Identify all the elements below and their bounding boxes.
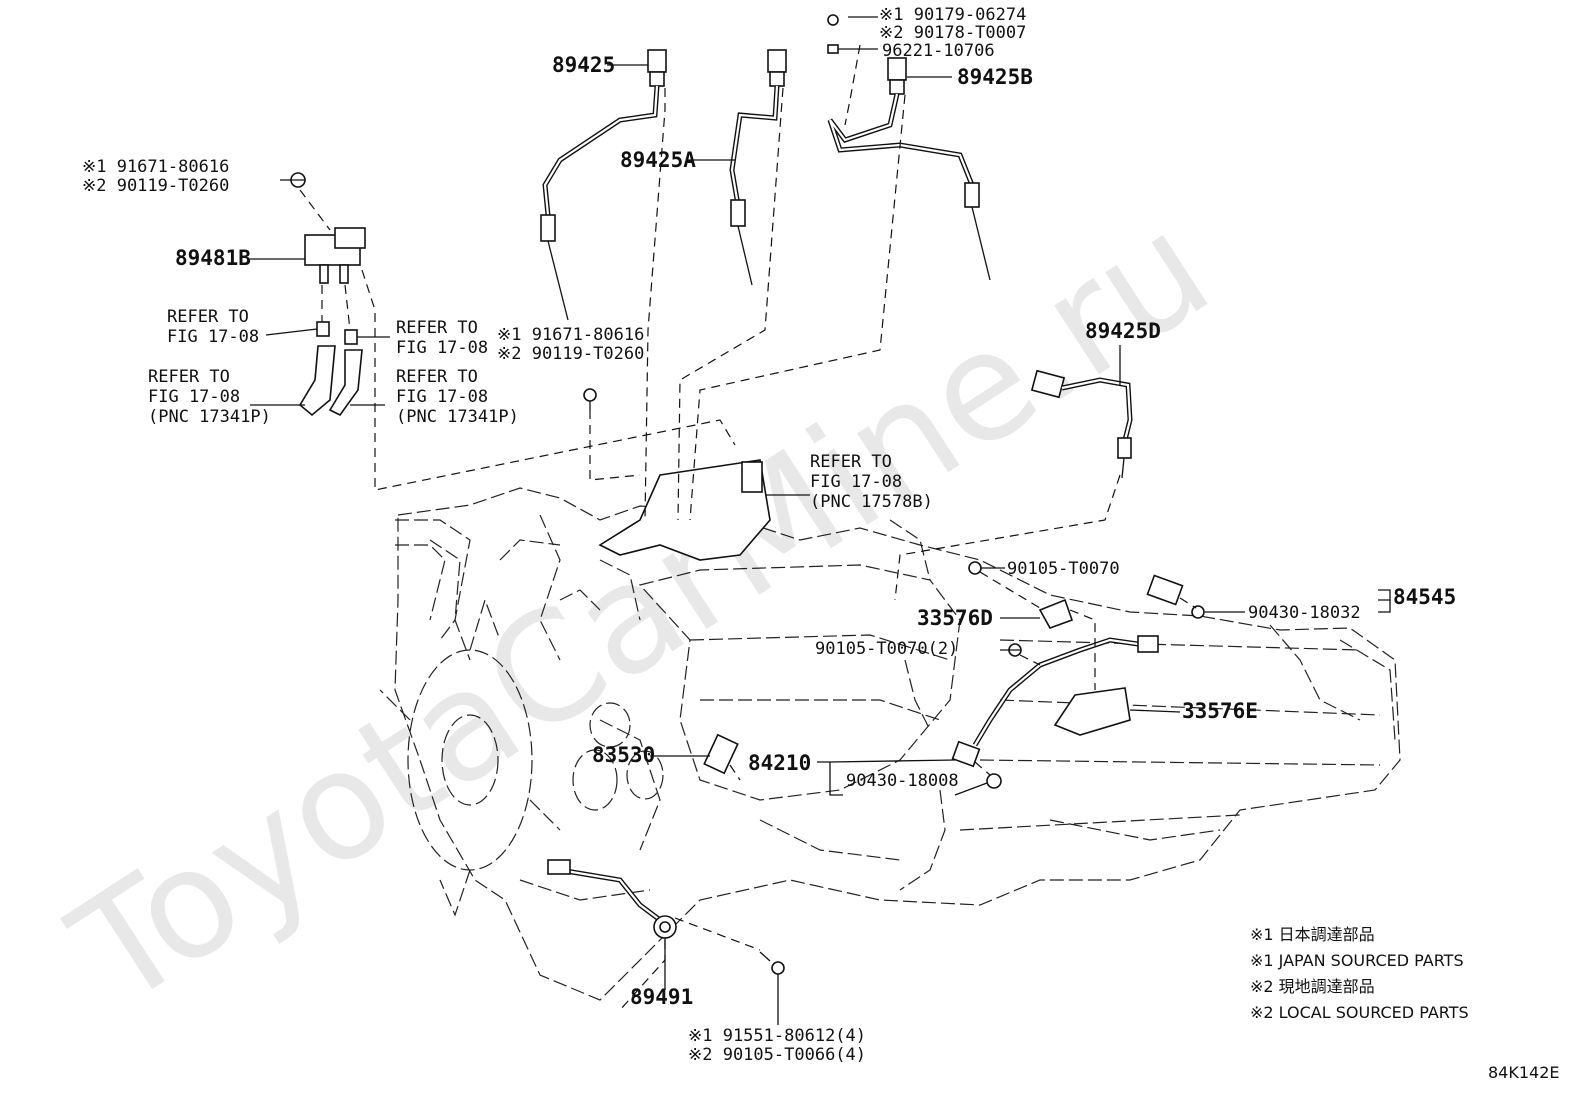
exhaust-temp-sensor-89425D [1030, 369, 1133, 479]
engine-assembly [379, 487, 1401, 1001]
fastener-label: ※1 91671-80616 [82, 157, 229, 177]
callout-labels: 89425 89425A 89425B 89425D 89481B 84545 … [175, 53, 1456, 1009]
refer-note: REFER TO [167, 307, 249, 327]
fastener-label: 90430-18032 [1248, 603, 1361, 623]
callout-33576D: 33576D [917, 606, 993, 630]
fastener-label: ※2 90119-T0260 [497, 344, 644, 364]
fastener-label: 96221-10706 [882, 41, 995, 61]
refer-note: REFER TO [810, 452, 892, 472]
legend: ※1 日本調達部品 ※1 JAPAN SOURCED PARTS ※2 現地調達… [1250, 925, 1469, 1022]
fastener-labels: ※1 90179-06274 ※2 90178-T0007 96221-1070… [82, 5, 1361, 1065]
refer-note: (PNC 17341P) [148, 407, 271, 427]
fastener-label: 90105-T0070 [1007, 559, 1120, 579]
fastener-label: 90105-T0070(2) [815, 639, 958, 659]
callout-89425A: 89425A [620, 148, 696, 172]
leader-lines [250, 16, 1391, 1025]
refer-note: REFER TO [148, 367, 230, 387]
fastener-label: ※2 90178-T0007 [879, 23, 1026, 43]
callout-84210: 84210 [748, 751, 811, 775]
fastener-label: ※1 91671-80616 [497, 325, 644, 345]
fastener-label: ※1 91551-80612(4) [688, 1026, 866, 1046]
refer-note: FIG 17-08 [167, 327, 259, 347]
callout-89491: 89491 [630, 985, 693, 1009]
temperature-switch-84210 [951, 740, 1002, 789]
callout-89481B: 89481B [175, 246, 251, 270]
pressure-sensor-89481B [290, 172, 366, 417]
exhaust-temp-sensor-89425A [729, 49, 787, 286]
callout-33576E: 33576E [1182, 699, 1258, 723]
wire-harness-33576 [968, 561, 1159, 747]
exhaust-temp-sensor-89425 [540, 49, 667, 321]
crank-position-sensor-89491 [547, 859, 785, 975]
callout-89425B: 89425B [957, 65, 1033, 89]
callout-83530: 83530 [592, 743, 655, 767]
oil-pressure-switch-84545 [1146, 574, 1205, 619]
legend-line: ※1 日本調達部品 [1250, 925, 1375, 944]
refer-note: FIG 17-08 [148, 387, 240, 407]
refer-note: REFER TO [396, 318, 478, 338]
refer-note: FIG 17-08 [810, 472, 902, 492]
sensor-bracket [583, 388, 771, 561]
legend-line: ※1 JAPAN SOURCED PARTS [1250, 951, 1464, 970]
relation-lines [299, 44, 1197, 1011]
refer-note: FIG 17-08 [396, 338, 488, 358]
fastener-label: ※1 90179-06274 [879, 5, 1026, 25]
fastener-label: ※2 90119-T0260 [82, 176, 229, 196]
refer-note: REFER TO [396, 367, 478, 387]
refer-labels: REFER TO FIG 17-08 REFER TO FIG 17-08 RE… [148, 307, 933, 512]
figure-code: 84K142E [1488, 1063, 1560, 1082]
callout-84545: 84545 [1393, 585, 1456, 609]
refer-note: (PNC 17578B) [810, 492, 933, 512]
callout-89425: 89425 [552, 53, 615, 77]
legend-line: ※2 LOCAL SOURCED PARTS [1250, 1003, 1469, 1022]
legend-line: ※2 現地調達部品 [1250, 977, 1375, 996]
oil-pressure-switch-83530 [703, 733, 739, 775]
fastener-label: 90430-18008 [846, 771, 959, 791]
callout-89425D: 89425D [1085, 319, 1161, 343]
refer-note: (PNC 17341P) [396, 407, 519, 427]
refer-note: FIG 17-08 [396, 387, 488, 407]
exhaust-temp-sensor-89425B [827, 14, 991, 281]
fastener-label: ※2 90105-T0066(4) [688, 1045, 866, 1065]
